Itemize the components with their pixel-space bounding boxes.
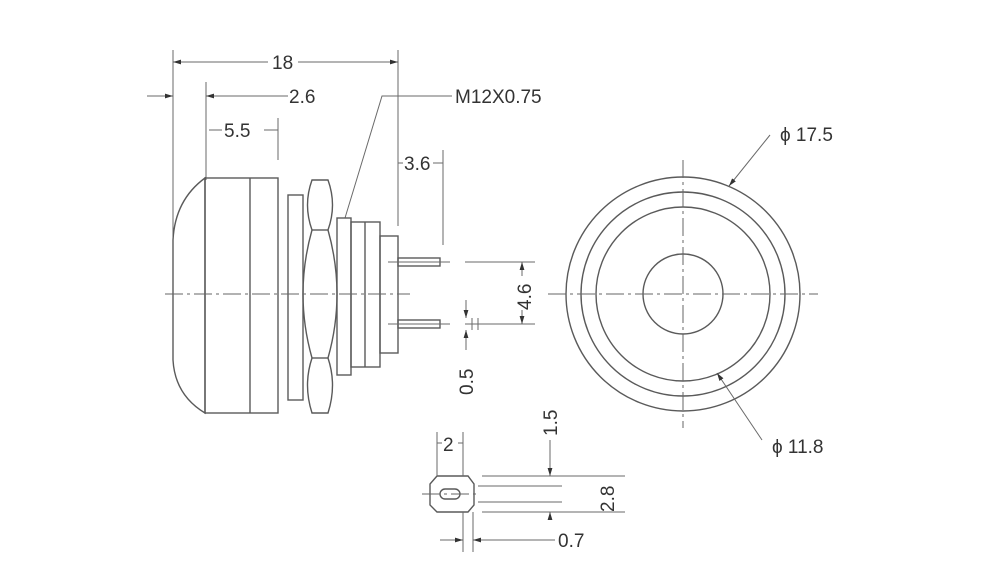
dim-pin-detail-2-8: 2.8 (598, 486, 619, 512)
side-view: 18 2.6 5.5 M12X0.75 3.6 4.6 0.5 (147, 50, 542, 415)
dim-5-5: 5.5 (224, 121, 250, 142)
dim-inner-diameter: ϕ 11.8 (772, 437, 824, 458)
pin-detail: 2 1.5 2.8 0.7 (422, 410, 625, 552)
thread-spec: M12X0.75 (455, 87, 542, 108)
dim-pin-detail-1-5: 1.5 (541, 410, 562, 436)
dim-outer-diameter: ϕ 17.5 (780, 125, 833, 146)
dim-overall-length: 18 (272, 53, 293, 74)
dim-pin-detail-thickness: 0.7 (558, 531, 584, 552)
front-view: ϕ 17.5 ϕ 11.8 (548, 125, 833, 458)
dim-pin-spacing: 4.6 (515, 284, 536, 310)
dim-pin-width: 0.5 (457, 369, 478, 395)
dim-3-6: 3.6 (404, 154, 430, 175)
dim-pin-detail-width: 2 (443, 435, 454, 456)
dim-2-6: 2.6 (289, 87, 315, 108)
